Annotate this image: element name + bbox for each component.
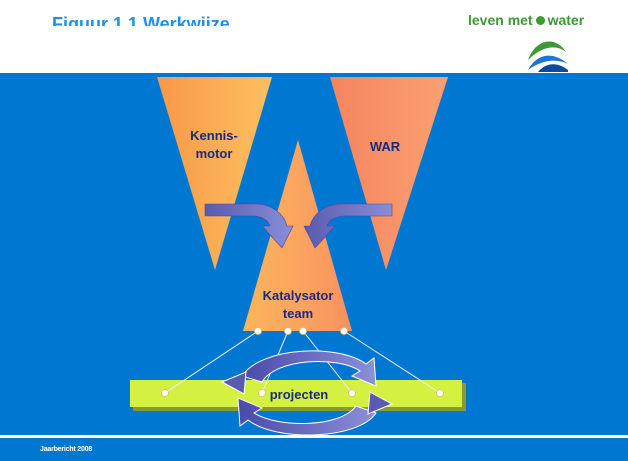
wave-green (528, 41, 566, 60)
connection-dots (161, 327, 444, 397)
cycle-arrow-tip-right (367, 391, 394, 415)
label-katalysator-2: team (283, 306, 313, 321)
triangle-katalysator (243, 140, 352, 331)
cycle-arrow-top (241, 350, 377, 387)
label-projecten: projecten (270, 387, 329, 402)
footer-divider (0, 435, 628, 438)
slide-title: Figuur 1.1 Werkwijze (52, 14, 230, 26)
arrow-right-merge (303, 203, 393, 249)
wave-blue (528, 55, 568, 70)
dot (258, 389, 266, 397)
logo-word-1: leven met (468, 12, 533, 28)
arrow-left-merge (204, 203, 294, 249)
logo: leven met water (468, 12, 618, 72)
dot (299, 327, 307, 335)
logo-text: leven met water (468, 12, 584, 28)
funnel-kennismotor (157, 77, 272, 270)
label-kennismotor-1: Kennis- (190, 128, 238, 143)
connection-line (343, 330, 441, 394)
dot (436, 389, 444, 397)
cycle-arrow-bottom (237, 397, 377, 436)
logo-word-2: water (547, 12, 585, 28)
footer-text: Jaarbericht 2008 (40, 446, 93, 453)
label-katalysator-1: Katalysator (263, 288, 334, 303)
dot (340, 327, 348, 335)
dot (161, 389, 169, 397)
logo-dot (535, 16, 545, 25)
footer-band (0, 438, 628, 461)
funnel-war (330, 77, 448, 270)
dot (284, 327, 292, 335)
label-war: WAR (370, 139, 401, 154)
projecten-bar (130, 380, 462, 407)
wave-dark (538, 64, 568, 72)
cycle-arrow-tip-left (220, 371, 247, 395)
label-kennismotor-2: motor (196, 146, 233, 161)
dot (254, 327, 262, 335)
connection-line (164, 330, 259, 394)
dot (348, 389, 356, 397)
wave-icon (528, 41, 568, 72)
